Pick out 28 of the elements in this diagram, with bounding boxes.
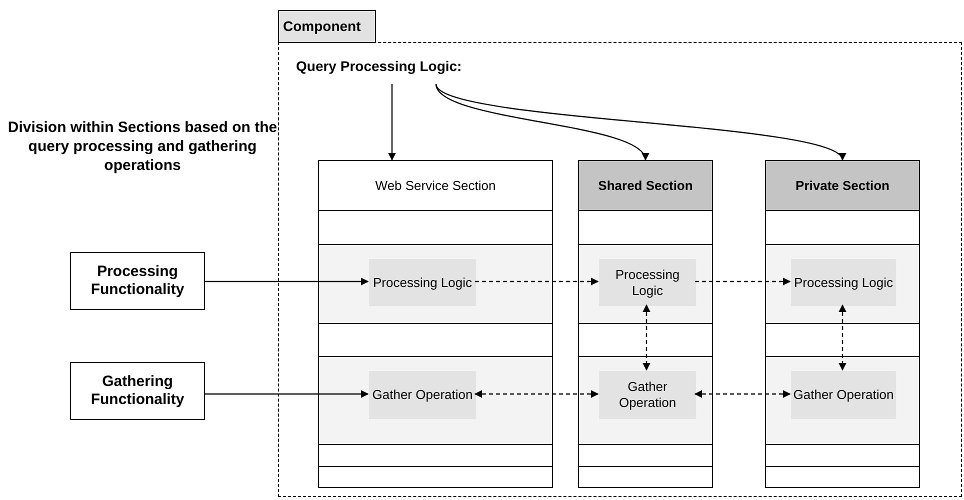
process-box: Gather Operation — [369, 371, 476, 419]
process-box: Gathering Functionality — [70, 362, 205, 420]
arrow — [435, 84, 646, 161]
process-box: Processing Logic — [599, 259, 696, 306]
section-header: Shared Section — [579, 161, 712, 211]
section-column — [765, 160, 920, 488]
dashed-arrow — [475, 278, 599, 286]
arrow — [436, 84, 844, 161]
process-box: Processing Functionality — [70, 252, 205, 310]
dashed-arrow — [642, 304, 650, 371]
arrow — [205, 390, 369, 398]
arrow — [388, 84, 396, 161]
process-box: Processing Logic — [369, 259, 476, 306]
component-tab: Component — [278, 10, 376, 43]
dashed-arrow — [838, 304, 846, 371]
dashed-arrow — [474, 390, 599, 398]
process-box: Processing Logic — [791, 259, 896, 306]
process-box: Gather Operation — [599, 371, 696, 419]
arrow — [205, 278, 369, 286]
note-text: Division within Sections based on the query processing and gathering operations — [6, 118, 278, 175]
dashed-arrow — [694, 390, 791, 398]
dashed-arrow — [695, 278, 791, 286]
process-box: Gather Operation — [791, 371, 896, 419]
heading-text: Query Processing Logic: — [296, 58, 466, 84]
section-column — [578, 160, 713, 488]
section-header: Private Section — [766, 161, 919, 211]
section-column — [318, 160, 553, 488]
section-header: Web Service Section — [319, 161, 552, 211]
